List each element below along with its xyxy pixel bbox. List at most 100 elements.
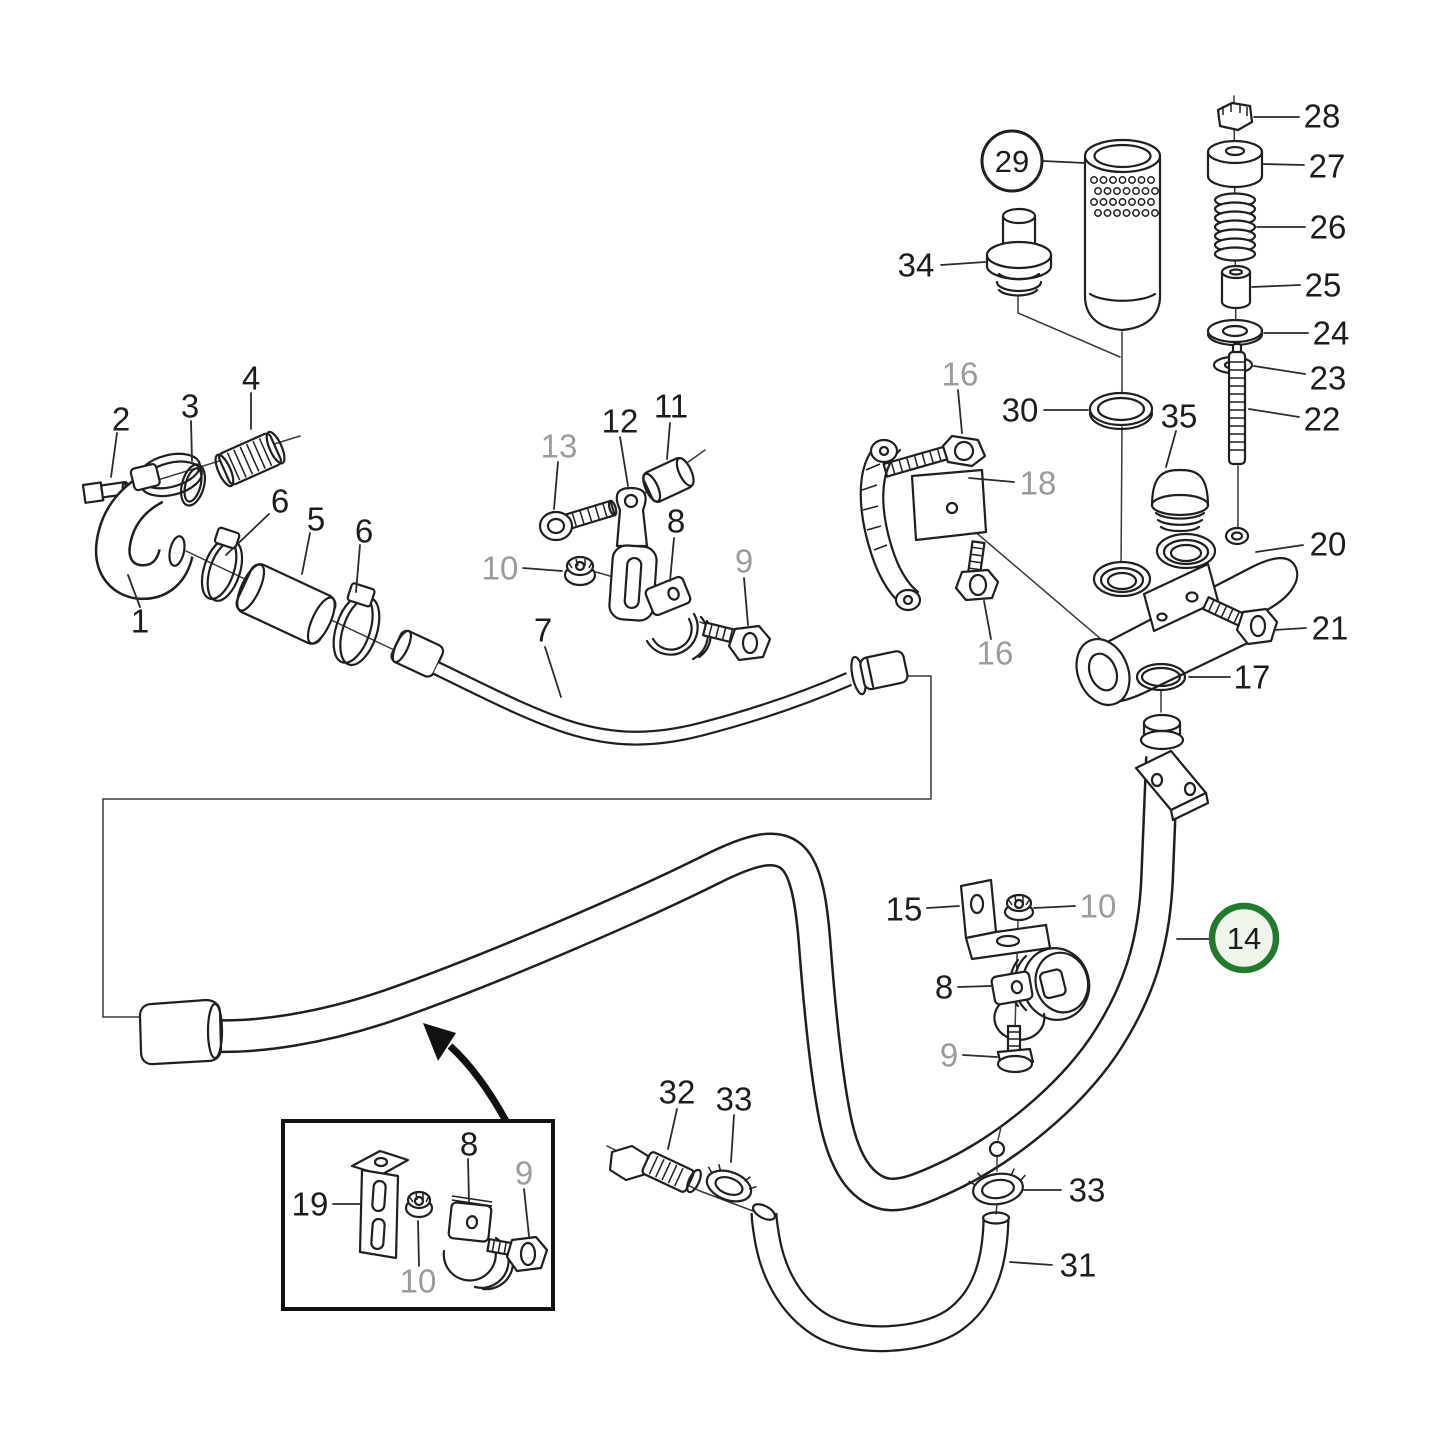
leader-line-34 xyxy=(940,261,986,266)
hose-1 xyxy=(94,471,194,600)
part-label-16-a: 16 xyxy=(942,356,979,393)
flange-nut-10-b xyxy=(1003,893,1035,922)
part-label-26: 26 xyxy=(1310,209,1347,246)
part-label-16-b: 16 xyxy=(977,635,1014,672)
part-label-11: 11 xyxy=(654,388,688,425)
part-label-7: 7 xyxy=(534,612,552,649)
part-label-8-c: 8 xyxy=(460,1126,478,1163)
leader-line-8-b xyxy=(957,985,992,988)
inset-detail-box xyxy=(281,1119,555,1311)
part-label-30: 30 xyxy=(1002,392,1039,429)
washer-24 xyxy=(1206,318,1264,347)
part-label-25: 25 xyxy=(1305,267,1342,304)
bracket-15 xyxy=(959,878,1052,961)
leader-layer xyxy=(110,116,1309,1267)
part-label-15: 15 xyxy=(886,891,923,928)
part-label-4: 4 xyxy=(242,360,260,397)
badge-label-29: 29 xyxy=(995,144,1029,179)
damper-27 xyxy=(1206,139,1264,189)
leader-line-badge-29 xyxy=(1042,160,1086,164)
screw-16-b xyxy=(954,540,1000,602)
part-label-22: 22 xyxy=(1304,401,1341,438)
badge-circle-29[interactable] xyxy=(980,129,1044,193)
hose-clamp-6-a xyxy=(200,526,244,602)
leader-line-12 xyxy=(619,436,629,487)
part-label-33-b: 33 xyxy=(1069,1172,1106,1209)
spring-26 xyxy=(1213,192,1257,262)
bracket-19 xyxy=(350,1149,410,1260)
leader-line-9-b xyxy=(962,1054,998,1058)
leader-line-35 xyxy=(1165,430,1177,468)
connector-4 xyxy=(214,430,286,488)
leader-line-7 xyxy=(544,646,562,698)
bracket-12 xyxy=(608,486,658,622)
part-label-27: 27 xyxy=(1309,148,1346,185)
o-ring-17 xyxy=(1135,662,1187,692)
nipple-32 xyxy=(608,1144,702,1194)
part-label-34: 34 xyxy=(898,247,935,284)
leader-line-1 xyxy=(127,574,141,608)
leader-line-20 xyxy=(1255,544,1304,553)
part-label-28: 28 xyxy=(1304,98,1341,135)
screw-13 xyxy=(538,499,618,542)
oil-pipe-7 xyxy=(390,629,909,746)
leader-line-16-b xyxy=(983,600,992,640)
nut-28 xyxy=(1216,101,1254,132)
part-label-18: 18 xyxy=(1020,465,1057,502)
leader-line-11 xyxy=(666,422,671,460)
hose-clamp-33-a xyxy=(705,1164,757,1203)
leader-line-8-a xyxy=(669,537,675,582)
part-label-10-c: 10 xyxy=(400,1263,437,1300)
part-label-19: 19 xyxy=(292,1186,329,1223)
o-ring-30 xyxy=(1088,391,1154,431)
connection-outline xyxy=(102,675,932,1018)
flange-nut-10-a xyxy=(563,555,597,587)
screw-16-a xyxy=(882,434,987,478)
oil-filter-part xyxy=(1083,138,1162,332)
part-label-33-a: 33 xyxy=(716,1081,753,1118)
part-label-23: 23 xyxy=(1310,360,1347,397)
hose-clamp-6-b xyxy=(332,582,381,667)
leader-line-13 xyxy=(553,461,559,510)
screw-9-b xyxy=(996,1024,1035,1074)
part-label-20: 20 xyxy=(1310,526,1347,563)
leader-line-32 xyxy=(667,1108,678,1150)
part-label-6-a: 6 xyxy=(271,483,289,520)
piston-25 xyxy=(1220,264,1252,310)
leader-line-6-b xyxy=(355,544,361,593)
badge-circle-14[interactable] xyxy=(1208,902,1280,974)
part-label-10-a: 10 xyxy=(482,550,519,587)
leader-line-10-c xyxy=(417,1220,420,1267)
leader-line-15 xyxy=(926,905,960,909)
part-label-13: 13 xyxy=(541,428,578,465)
cap-35 xyxy=(1150,468,1210,533)
leader-line-18 xyxy=(968,477,1015,483)
leader-line-5 xyxy=(301,532,311,575)
o-ring-3 xyxy=(179,463,207,507)
part-label-9-b: 9 xyxy=(940,1037,958,1074)
oil-pipe-14 xyxy=(138,713,1210,1212)
part-label-24: 24 xyxy=(1313,315,1350,352)
part-label-6-b: 6 xyxy=(355,513,373,550)
part-label-3: 3 xyxy=(181,388,199,425)
pipe-clamp-8-a xyxy=(644,575,712,661)
leader-line-31 xyxy=(1009,1261,1053,1266)
leader-line-3 xyxy=(190,420,193,462)
thermostat-34 xyxy=(985,207,1053,297)
part-label-1: 1 xyxy=(131,603,149,640)
leader-line-22 xyxy=(1248,408,1300,418)
part-label-21: 21 xyxy=(1312,610,1349,647)
part-badge-29[interactable]: 29 xyxy=(980,129,1044,193)
sleeve-5 xyxy=(235,563,337,645)
leader-line-9-c xyxy=(523,1188,530,1237)
part-label-8-a: 8 xyxy=(667,503,685,540)
hose-31 xyxy=(750,1203,1011,1353)
part-label-9-c: 9 xyxy=(515,1155,533,1192)
part-label-12: 12 xyxy=(602,403,639,440)
oil-filter-housing-20 xyxy=(1075,526,1299,706)
part-label-10-b: 10 xyxy=(1080,888,1117,925)
part-badge-14[interactable]: 14 xyxy=(1208,902,1280,974)
leader-line-23 xyxy=(1253,365,1306,375)
